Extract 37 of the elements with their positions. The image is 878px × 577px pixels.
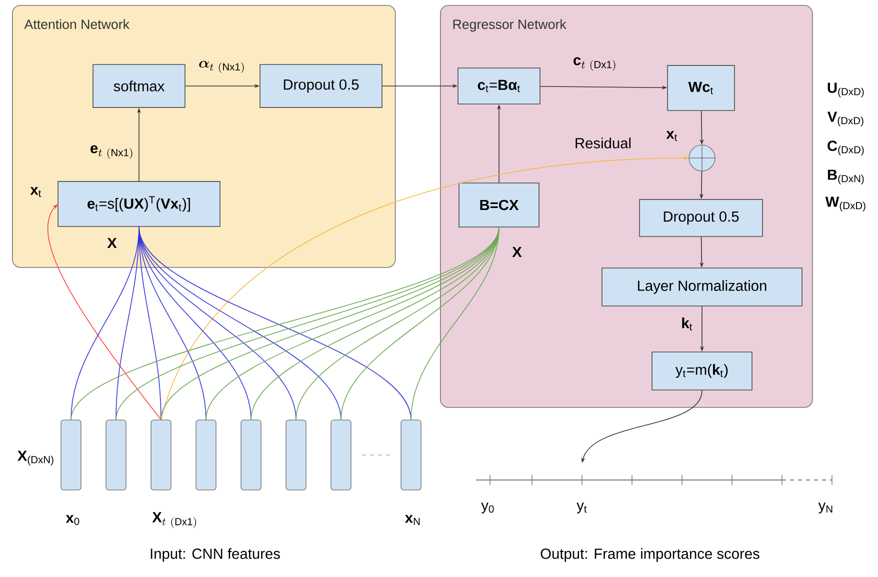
process-box: B=CX: [458, 182, 540, 228]
node-label: X: [512, 246, 522, 258]
process-box: c$_{t}$=Bα$_{t}$: [458, 68, 540, 104]
edge-label: k$_{t}$: [680, 316, 694, 332]
node-label: X: [107, 238, 117, 248]
edge-label: x$_{t}$: [28, 186, 44, 198]
axis-label: y$_{t}$: [576, 502, 587, 514]
node-label: x$_{t}$: [666, 131, 678, 141]
node-label: x$_{N}$: [405, 515, 420, 525]
node-label: $\mathbf{X}_{t\ (\mathrm{Dx1})}$: [152, 512, 196, 528]
process-box: softmax: [92, 64, 186, 108]
process-box: Dropout 0.5: [260, 64, 382, 108]
edge-label: Residual: [573, 136, 633, 150]
process-box: e$_{t}$=s[(UX)$^{T}$(Vx$_{t}$)]: [58, 181, 220, 227]
axis-label: y$_{N}$: [818, 502, 832, 514]
edge-label: $\mathbf{e}_{t\ (\mathrm{Nx1})}$: [88, 144, 136, 160]
feature-bar: [106, 420, 126, 490]
matrix-label: V$_{(DxD)}$: [827, 112, 864, 126]
matrix-label: B$_{(DxN)}$: [828, 170, 864, 184]
arrow: [47, 204, 162, 420]
axis-label: y$_{0}$: [481, 502, 494, 514]
matrix-label: W$_{(DxD)}$: [825, 196, 866, 212]
caption: Output: Frame importance scores: [540, 548, 760, 562]
process-box: y$_{t}$=m(k$_{t}$): [652, 352, 752, 390]
edge-label: $\boldsymbol{\alpha}_{t\ (\mathrm{Nx1})}$: [197, 60, 247, 74]
matrix-label: U$_{(DxD)}$: [828, 82, 864, 98]
node-label: x$_{0}$: [66, 514, 80, 526]
feature-bar: [330, 420, 352, 490]
process-box: Dropout 0.5: [639, 199, 763, 237]
feature-bar: [286, 420, 306, 490]
process-box: Layer Normalization: [602, 268, 802, 306]
process-box: Wc$_{t}$: [667, 65, 735, 111]
caption: Input: CNN features: [150, 548, 280, 562]
matrix-label: C$_{(DxD)}$: [828, 140, 864, 156]
feature-bar: [240, 420, 262, 490]
edge-label: $\mathbf{c}_{t\ (\mathrm{Dx1})}$: [572, 56, 618, 72]
feature-bar: [196, 420, 216, 490]
